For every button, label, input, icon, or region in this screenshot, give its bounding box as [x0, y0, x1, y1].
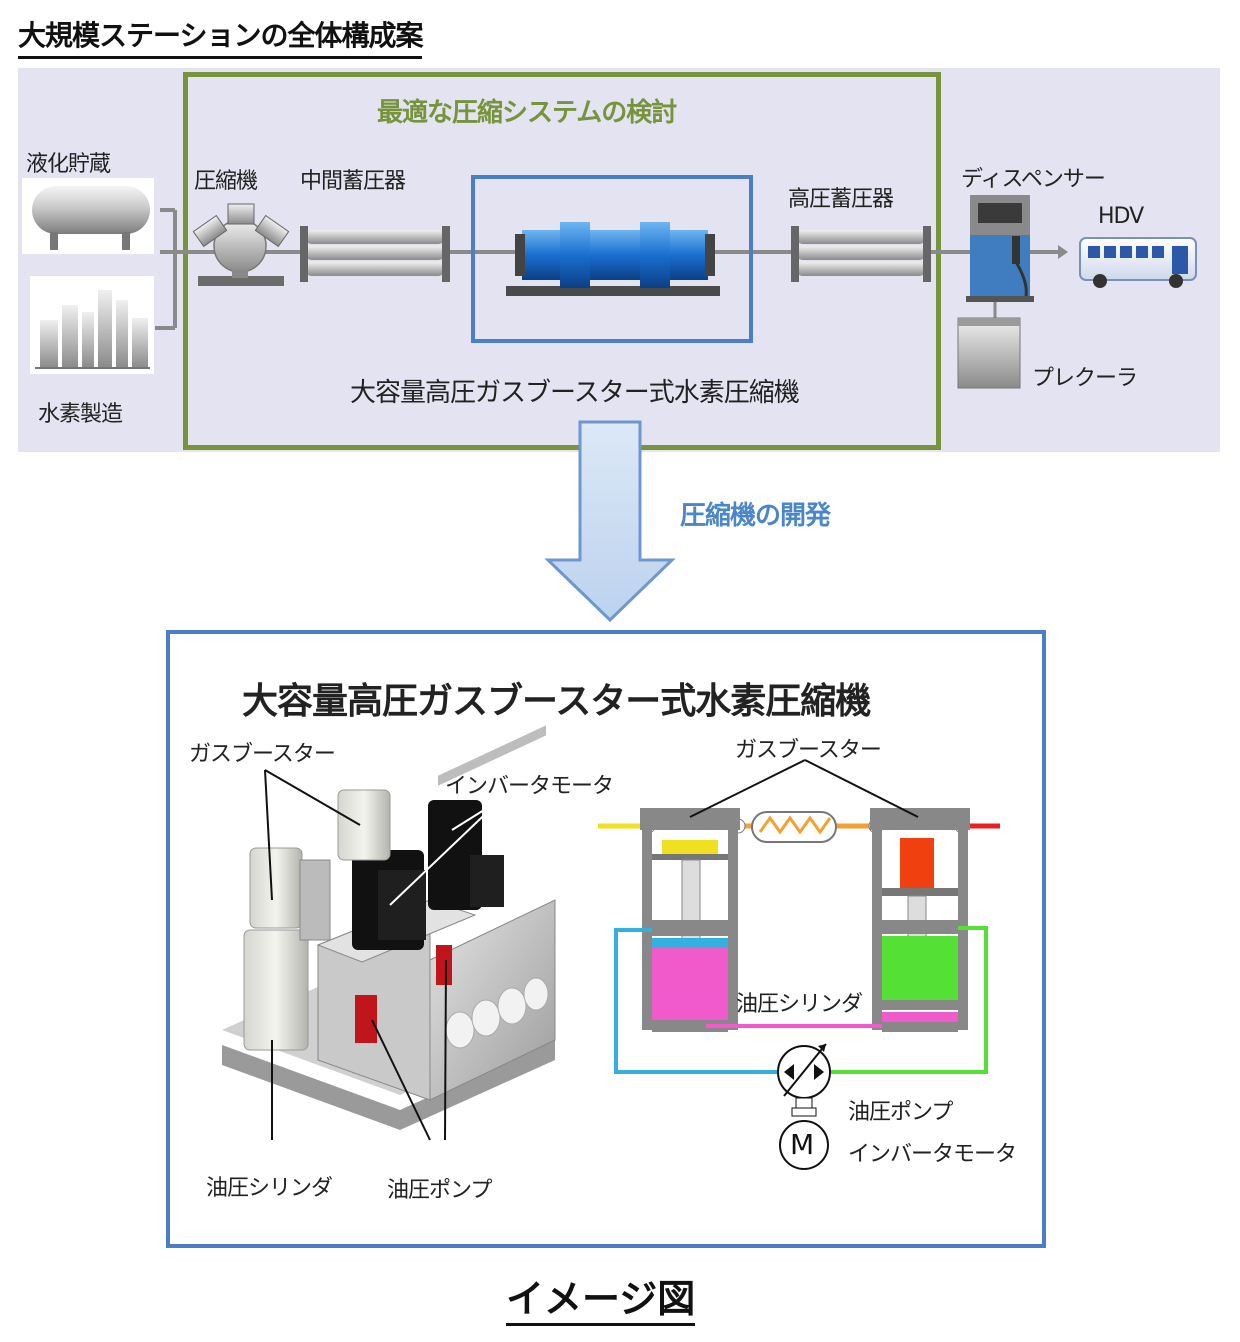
hdv-bus-icon	[1079, 237, 1197, 288]
high-pressure-accumulator-icon	[791, 226, 931, 282]
compressor-icon	[192, 203, 290, 286]
hydraulic-pump-label-left: 油圧ポンプ	[387, 1178, 492, 1203]
machine-render	[222, 725, 556, 1130]
development-label: 圧縮機の開発	[680, 501, 831, 531]
page-title: 大規模ステーションの全体構成案	[18, 14, 423, 59]
hydraulic-schematic	[598, 808, 1000, 1170]
dispenser-label: ディスペンサー	[961, 167, 1106, 192]
device-name-label: 大容量高圧ガスブースター式水素圧縮機	[350, 378, 800, 408]
motor-symbol	[779, 1120, 829, 1170]
gas-booster-label-left: ガスブースター	[189, 742, 336, 767]
precooler-icon	[957, 317, 1021, 389]
motor-symbol-letter: M	[790, 1128, 815, 1161]
high-pressure-accumulator-label: 高圧蓄圧器	[788, 187, 894, 212]
optimal-system-box	[183, 72, 941, 450]
hydraulic-pump-label-right: 油圧ポンプ	[848, 1100, 953, 1125]
optimal-system-label: 最適な圧縮システムの検討	[377, 98, 677, 128]
hdv-label: HDV	[1098, 204, 1144, 229]
intermediate-accumulator-icon	[300, 226, 450, 282]
gas-booster-label-right: ガスブースター	[735, 738, 882, 763]
compressor-label: 圧縮機	[194, 169, 258, 194]
booster-compressor-box	[471, 175, 753, 343]
hydrogen-production-label: 水素製造	[38, 402, 123, 427]
down-arrow	[544, 420, 676, 623]
hydrogen-production-plant	[30, 276, 154, 374]
intermediate-accumulator-label: 中間蓄圧器	[300, 169, 406, 194]
liquid-storage-label: 液化貯蔵	[26, 152, 111, 177]
hydraulic-cylinder-label-left: 油圧シリンダ	[206, 1176, 333, 1201]
image-caption: イメージ図	[506, 1268, 696, 1326]
liquid-storage-tank	[22, 178, 154, 254]
hydraulic-cylinder-label-right: 油圧シリンダ	[736, 992, 863, 1017]
dispenser-icon	[966, 195, 1034, 302]
booster-compressor-icon	[506, 222, 720, 296]
inverter-motor-label-right: インバータモータ	[848, 1142, 1017, 1167]
precooler-label: プレクーラ	[1032, 366, 1138, 391]
arrow-head	[1058, 245, 1068, 259]
inverter-motor-label-left: インバータモータ	[445, 774, 614, 799]
leader-lines-left	[264, 769, 447, 1141]
detail-title: 大容量高圧ガスブースター式水素圧縮機	[242, 681, 871, 722]
